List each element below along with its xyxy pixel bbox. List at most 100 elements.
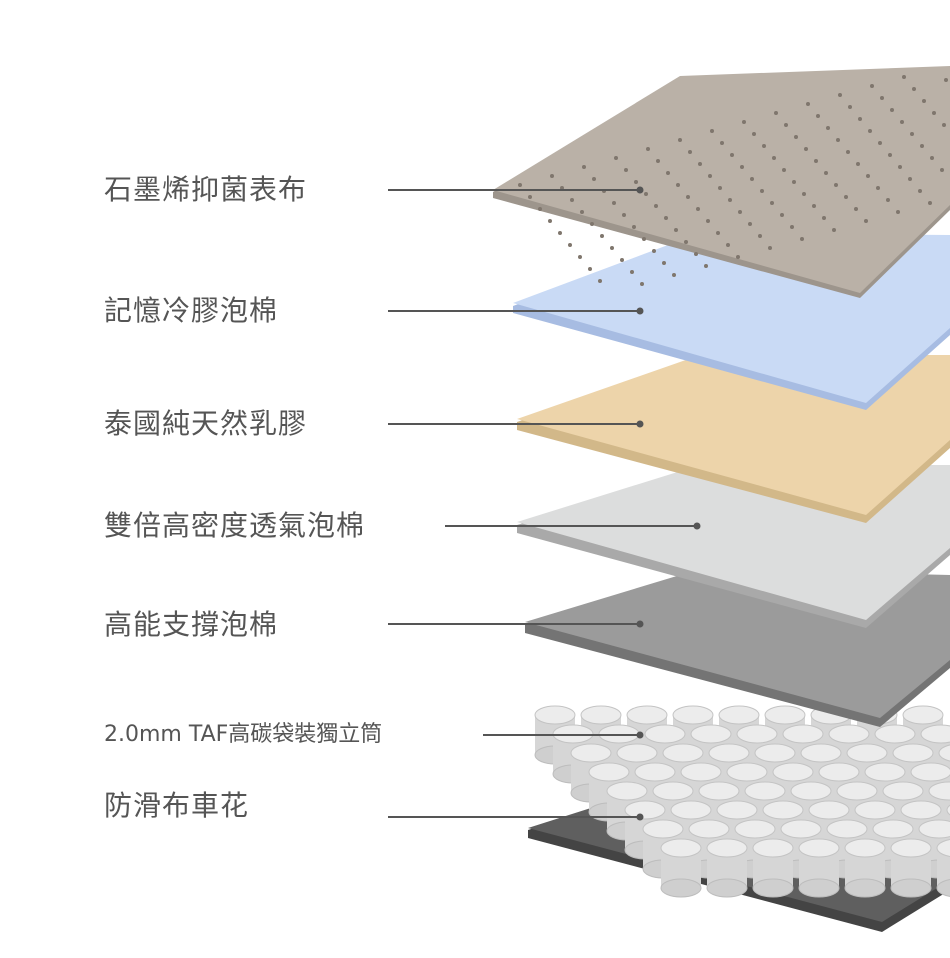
fabric-pattern-dot: [868, 129, 872, 133]
leader-dot: [636, 813, 644, 821]
fabric-pattern-dot: [836, 138, 840, 142]
spring-coil-top: [808, 800, 850, 820]
spring-coil-top: [670, 800, 712, 820]
fabric-pattern-dot: [790, 225, 794, 229]
spring-coil-top: [902, 705, 944, 725]
fabric-pattern-dot: [708, 174, 712, 178]
fabric-pattern-dot: [590, 222, 594, 226]
spring-coil-top: [874, 724, 916, 744]
fabric-pattern-dot: [844, 195, 848, 199]
fabric-pattern-dot: [758, 234, 762, 238]
fabric-pattern-dot: [854, 207, 858, 211]
leader-dot: [636, 620, 644, 628]
fabric-pattern-dot: [528, 195, 532, 199]
fabric-pattern-dot: [518, 183, 522, 187]
layer-graphene-fabric: [493, 66, 950, 298]
label-latex: 泰國純天然乳膠: [104, 407, 308, 440]
fabric-pattern-dot: [838, 93, 842, 97]
label-graphene-fabric: 石墨烯抑菌表布: [104, 173, 308, 206]
spring-coil-top: [642, 819, 684, 839]
spring-coil-top: [660, 838, 702, 858]
fabric-pattern-dot: [870, 84, 874, 88]
fabric-pattern-dot: [832, 228, 836, 232]
spring-coil-top: [736, 724, 778, 744]
fabric-pattern-dot: [666, 171, 670, 175]
spring-coil-top: [690, 724, 732, 744]
label-anti-slip-fabric: 防滑布車花: [104, 789, 250, 822]
fabric-pattern-dot: [568, 243, 572, 247]
fabric-pattern-dot: [600, 234, 604, 238]
fabric-pattern-dot: [762, 144, 766, 148]
fabric-pattern-dot: [864, 219, 868, 223]
fabric-pattern-dot: [656, 159, 660, 163]
fabric-pattern-dot: [814, 159, 818, 163]
leader-dot: [636, 731, 644, 739]
fabric-pattern-dot: [672, 273, 676, 277]
fabric-pattern-dot: [580, 210, 584, 214]
spring-coil-top: [706, 838, 748, 858]
spring-coil-top: [688, 819, 730, 839]
fabric-pattern-dot: [770, 201, 774, 205]
fabric-pattern-dot: [634, 180, 638, 184]
fabric-pattern-dot: [792, 180, 796, 184]
fabric-pattern-dot: [802, 192, 806, 196]
spring-coil-top: [744, 781, 786, 801]
fabric-pattern-dot: [928, 201, 932, 205]
leader-lines: [388, 186, 701, 821]
spring-coil-top: [624, 800, 666, 820]
spring-coil-base: [936, 879, 950, 897]
spring-coil-top: [890, 838, 932, 858]
fabric-pattern-dot: [676, 183, 680, 187]
fabric-pattern-dot: [834, 183, 838, 187]
spring-coil-top: [900, 800, 942, 820]
fabric-pattern-dot: [632, 225, 636, 229]
fabric-pattern-dot: [654, 204, 658, 208]
spring-coil-body: [937, 848, 950, 888]
fabric-pattern-dot: [748, 222, 752, 226]
fabric-pattern-dot: [848, 105, 852, 109]
fabric-pattern-dot: [684, 240, 688, 244]
fabric-pattern-dot: [674, 228, 678, 232]
spring-coil-top: [644, 724, 686, 744]
fabric-pattern-dot: [806, 102, 810, 106]
fabric-pattern-dot: [824, 171, 828, 175]
spring-coil-top: [846, 743, 888, 763]
spring-coil-top: [918, 819, 950, 839]
fabric-pattern-dot: [644, 192, 648, 196]
fabric-pattern-dot: [582, 165, 586, 169]
fabric-pattern-dot: [760, 189, 764, 193]
spring-coil-top: [910, 762, 950, 782]
fabric-pattern-dot: [772, 156, 776, 160]
layer-pocket-springs: [534, 705, 950, 898]
spring-coil-top: [864, 762, 906, 782]
fabric-pattern-dot: [640, 282, 644, 286]
fabric-pattern-dot: [794, 135, 798, 139]
fabric-pattern-dot: [710, 129, 714, 133]
fabric-pattern-dot: [910, 132, 914, 136]
fabric-pattern-dot: [558, 231, 562, 235]
fabric-pattern-dot: [774, 111, 778, 115]
spring-coil-top: [826, 819, 868, 839]
fabric-pattern-dot: [622, 213, 626, 217]
fabric-pattern-dot: [866, 174, 870, 178]
spring-coil-top: [772, 762, 814, 782]
fabric-pattern-dot: [858, 117, 862, 121]
fabric-pattern-dot: [570, 198, 574, 202]
fabric-pattern-dot: [784, 123, 788, 127]
spring-coil-base: [660, 878, 702, 898]
fabric-pattern-dot: [686, 195, 690, 199]
spring-coil-base: [844, 878, 886, 898]
spring-coil-top: [570, 743, 612, 763]
spring-coil-top: [946, 804, 950, 816]
spring-coil-top: [872, 819, 914, 839]
spring-coil-top: [762, 800, 804, 820]
fabric-pattern-dot: [614, 156, 618, 160]
fabric-pattern-dot: [846, 150, 850, 154]
fabric-pattern-dot: [812, 204, 816, 208]
fabric-pattern-dot: [856, 162, 860, 166]
spring-coil-top: [588, 762, 630, 782]
fabric-pattern-dot: [742, 120, 746, 124]
spring-coil-top: [752, 838, 794, 858]
spring-coil-base: [890, 878, 932, 898]
leader-dot: [693, 522, 701, 530]
